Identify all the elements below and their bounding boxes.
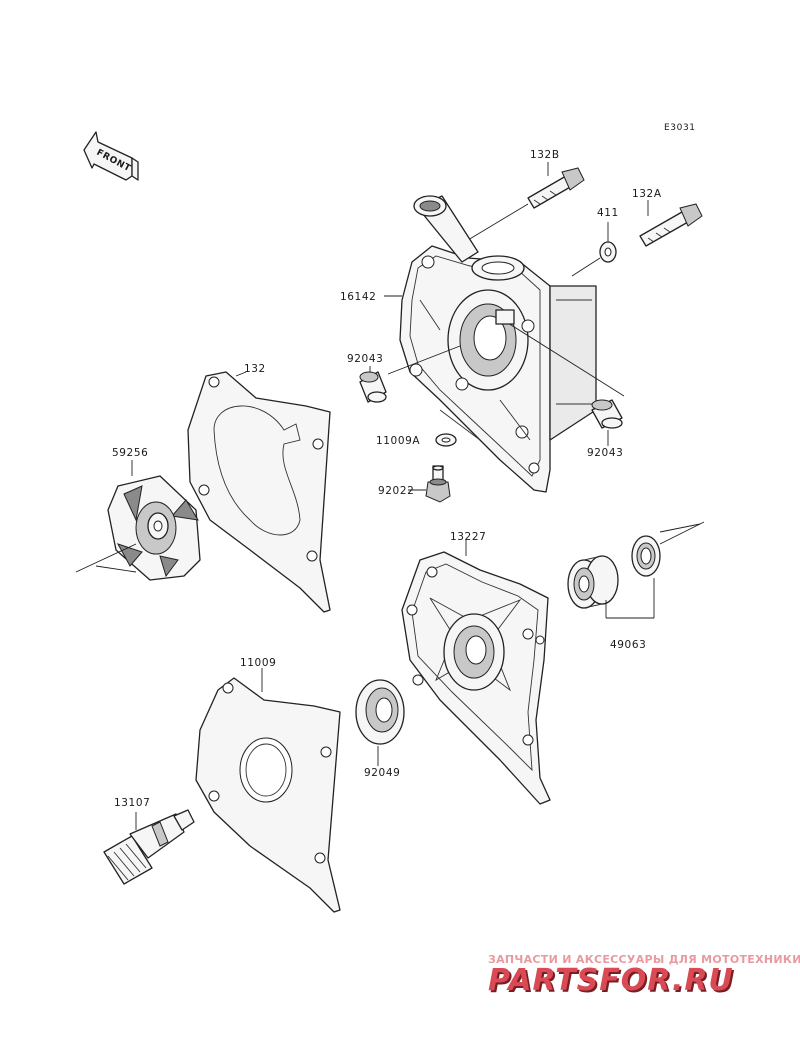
dowel-92043-left xyxy=(359,366,387,403)
label-411: 411 xyxy=(597,207,619,219)
label-92043-left: 92043 xyxy=(347,353,383,365)
watermark-logo: PARTSFOR.RU xyxy=(488,963,734,998)
washer-411 xyxy=(571,222,617,277)
front-arrow-icon: FRONT xyxy=(83,131,139,181)
bolt-132 xyxy=(408,465,451,503)
label-16142: 16142 xyxy=(340,291,376,303)
label-13107: 13107 xyxy=(114,797,150,809)
cover-13227 xyxy=(401,551,551,805)
impeller-59256 xyxy=(75,460,201,581)
gasket-11009 xyxy=(195,668,341,913)
label-11009a: 132 xyxy=(244,363,266,375)
label-132b: 132B xyxy=(530,149,560,161)
label-13227: 13227 xyxy=(450,531,486,543)
label-11009: 11009 xyxy=(240,657,276,669)
shaft-13107 xyxy=(103,809,195,885)
housing-16142 xyxy=(387,195,625,493)
label-132a: 132A xyxy=(632,188,662,200)
washer-92022 xyxy=(435,433,457,447)
gasket-11009a xyxy=(187,371,331,613)
label-92049: 92049 xyxy=(364,767,400,779)
dowel-92043-right xyxy=(591,399,623,446)
watermark-logo-shadow: PARTSFOR.RU xyxy=(490,965,736,1000)
bolt-132a xyxy=(639,200,703,247)
bolt-132b xyxy=(467,162,585,241)
label-92043-right: 92043 xyxy=(587,447,623,459)
diagram-ref-code: E3031 xyxy=(664,123,696,133)
label-92022: 11009A xyxy=(376,435,420,447)
label-59256: 59256 xyxy=(112,447,148,459)
watermark-tagline: ЗАПЧАСТИ И АКСЕССУАРЫ ДЛЯ МОТОТЕХНИКИ xyxy=(488,953,800,966)
label-49063: 49063 xyxy=(610,639,646,651)
seals-49063 xyxy=(567,521,705,619)
label-132: 92022 xyxy=(378,485,414,497)
watermark: ЗАПЧАСТИ И АКСЕССУАРЫ ДЛЯ МОТОТЕХНИКИ PA… xyxy=(488,953,800,1000)
seal-92049 xyxy=(355,679,405,766)
